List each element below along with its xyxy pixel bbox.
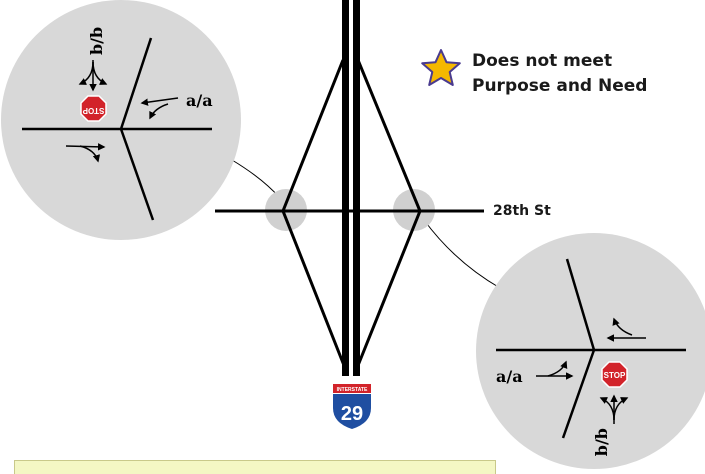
left-side-label: b/b — [87, 27, 106, 55]
legend-line-1: Does not meet — [472, 51, 612, 71]
svg-text:STOP: STOP — [604, 371, 626, 380]
right-left-label: a/a — [496, 367, 523, 386]
east-ramps — [355, 59, 422, 369]
shield-top-text: INTERSTATE — [337, 387, 368, 393]
interstate-mainline-nb — [342, 0, 349, 376]
star-icon — [421, 49, 461, 86]
left-intersection-callout: b/b STOP a/a — [1, 0, 241, 240]
right-side-label: b/b — [592, 428, 611, 456]
street-label: 28th St — [493, 203, 551, 219]
left-callout-connector — [231, 159, 281, 199]
right-approach-upper-arrows — [606, 317, 646, 342]
left-approach-left-arrows — [65, 143, 106, 163]
shield-number: 29 — [341, 403, 363, 425]
right-intersection-callout: a/a STOP b/b — [476, 233, 705, 469]
interstate-mainline-sb — [353, 0, 360, 376]
legend-line-2: Purpose and Need — [472, 76, 647, 96]
interstate-29-shield: INTERSTATE 29 — [331, 382, 373, 432]
note-box — [14, 460, 496, 474]
right-stop-sign: STOP — [601, 361, 628, 388]
right-approach-left-arrows — [536, 360, 574, 380]
left-approach-right-arrows — [140, 97, 179, 120]
left-right-label: a/a — [186, 91, 213, 110]
right-side-street-arrows — [599, 394, 629, 424]
right-callout-connector — [423, 219, 501, 289]
left-stop-sign: STOP — [80, 95, 107, 122]
west-ramps — [281, 59, 347, 369]
svg-text:STOP: STOP — [82, 106, 104, 115]
left-side-street-arrows — [78, 60, 108, 92]
